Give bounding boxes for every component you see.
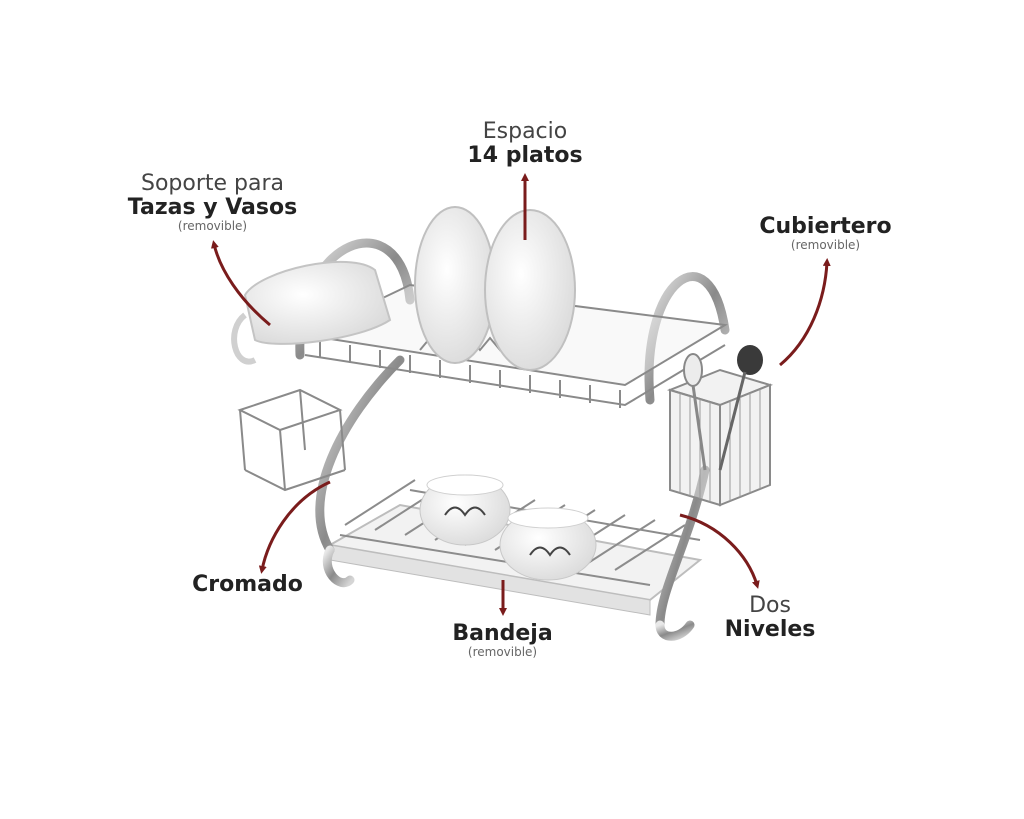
- arrow-cromado: [258, 480, 331, 574]
- label-bandeja-note: (removible): [467, 645, 538, 659]
- annotation-arrows: [211, 173, 831, 616]
- label-cromado-line1: Cromado: [192, 572, 303, 597]
- label-bandeja-line1: Bandeja: [452, 621, 553, 646]
- arrow-cubiertero: [779, 258, 831, 367]
- plates: [414, 206, 576, 371]
- label-niveles-line2: Niveles: [724, 617, 816, 642]
- arrow-niveles: [679, 513, 760, 589]
- label-cubiertero-note: (removible): [790, 238, 861, 252]
- arrow-soporte: [211, 240, 271, 327]
- label-niveles-line1: Dos: [749, 593, 791, 618]
- label-bandeja: Bandeja (removible): [440, 622, 565, 659]
- label-cubiertero-line1: Cubiertero: [759, 214, 892, 239]
- label-soporte-note: (removible): [177, 219, 248, 233]
- label-soporte-line1: Soporte para: [140, 171, 285, 196]
- bowls: [419, 474, 597, 581]
- label-soporte: Soporte para Tazas y Vasos (removible): [115, 172, 310, 233]
- label-cubiertero: Cubiertero (removible): [748, 215, 903, 252]
- label-niveles: Dos Niveles: [715, 594, 825, 642]
- cutlery-holder: [666, 345, 774, 507]
- label-cromado: Cromado: [180, 573, 315, 597]
- label-espacio-line1: Espacio: [482, 119, 568, 144]
- label-soporte-line2: Tazas y Vasos: [127, 195, 298, 220]
- label-espacio: Espacio 14 platos: [455, 120, 595, 168]
- cup-holder: [231, 260, 392, 492]
- label-espacio-line2: 14 platos: [467, 143, 583, 168]
